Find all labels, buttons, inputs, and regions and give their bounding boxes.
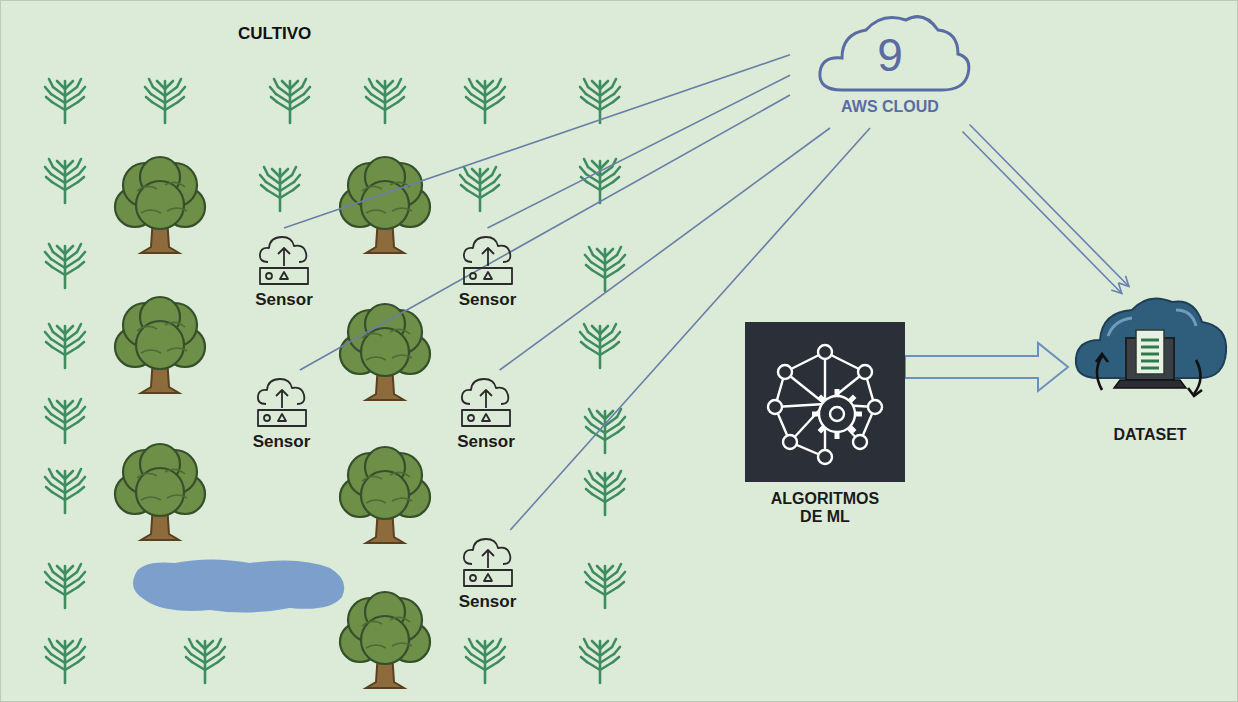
arrow-head: [1118, 276, 1129, 287]
ml-node: ALGORITMOS DE ML: [745, 322, 905, 535]
crop-plant: [45, 399, 85, 443]
connector-line: [962, 132, 1121, 294]
connector-line: [284, 55, 790, 228]
crop-plant: [580, 324, 620, 368]
crop-plant: [580, 79, 620, 123]
crop-plant: [585, 471, 625, 515]
sensor-icon: [458, 530, 518, 588]
sensor-node: Sensor: [440, 530, 535, 628]
crop-plant: [45, 564, 85, 608]
crop-plant: [45, 324, 85, 368]
crop-plant: [465, 79, 505, 123]
block-arrow: [905, 343, 1068, 391]
crop-plant: [580, 159, 620, 203]
sensor-node: Sensor: [437, 370, 535, 465]
crop-plant: [270, 79, 310, 123]
crop-plant: [45, 159, 85, 203]
sensor-icon: [458, 228, 518, 286]
arrow-head: [1111, 283, 1122, 294]
sensor-label: Sensor: [233, 432, 330, 452]
connector-line: [970, 124, 1129, 286]
dataset-label: DATASET: [1068, 426, 1232, 444]
connector: [962, 124, 1129, 293]
crop-plant: [585, 247, 625, 291]
sensor-label: Sensor: [238, 290, 330, 310]
sensor-icon: [252, 370, 312, 428]
sensor-node: Sensor: [238, 228, 330, 322]
connector-line: [300, 95, 790, 370]
tree: [340, 447, 430, 543]
sensor-label: Sensor: [440, 290, 535, 310]
cloud-number: 9: [790, 30, 990, 80]
crop-plant: [460, 167, 500, 211]
tree: [115, 444, 205, 540]
cloud-node: 9AWS CLOUD: [790, 8, 990, 128]
connector: [284, 55, 790, 228]
cloud-title: AWS CLOUD: [790, 98, 990, 116]
region-label: CULTIVO: [238, 24, 311, 44]
dataset-node: DATASET: [1068, 290, 1232, 458]
crop-plant: [365, 79, 405, 123]
connector: [905, 343, 1068, 391]
crop-plant: [185, 639, 225, 683]
crop-plant: [45, 469, 85, 513]
connector: [488, 75, 791, 228]
sensor-node: Sensor: [233, 370, 330, 465]
crop-plant: [585, 564, 625, 608]
sensor-label: Sensor: [440, 592, 535, 612]
crop-plant: [45, 639, 85, 683]
ml-icon: [745, 322, 905, 482]
tree: [340, 304, 430, 400]
plant-rows: [45, 79, 625, 683]
ml-label: ALGORITMOS DE ML: [763, 490, 887, 527]
crop-plant: [465, 639, 505, 683]
connector: [300, 95, 790, 370]
tree: [115, 297, 205, 393]
crop-plant: [260, 167, 300, 211]
pond: [133, 560, 344, 613]
connector-line: [488, 75, 791, 228]
tree: [340, 592, 430, 688]
sensor-node: Sensor: [440, 228, 535, 322]
crop-plant: [585, 409, 625, 453]
tree-group: [115, 157, 430, 688]
crop-plant: [145, 79, 185, 123]
crop-plant: [580, 639, 620, 683]
sensor-icon: [254, 228, 314, 286]
sensor-label: Sensor: [437, 432, 535, 452]
crop-plant: [45, 79, 85, 123]
crop-plant: [45, 244, 85, 288]
tree: [115, 157, 205, 253]
sensor-icon: [456, 370, 516, 428]
dataset-icon: [1068, 290, 1232, 420]
